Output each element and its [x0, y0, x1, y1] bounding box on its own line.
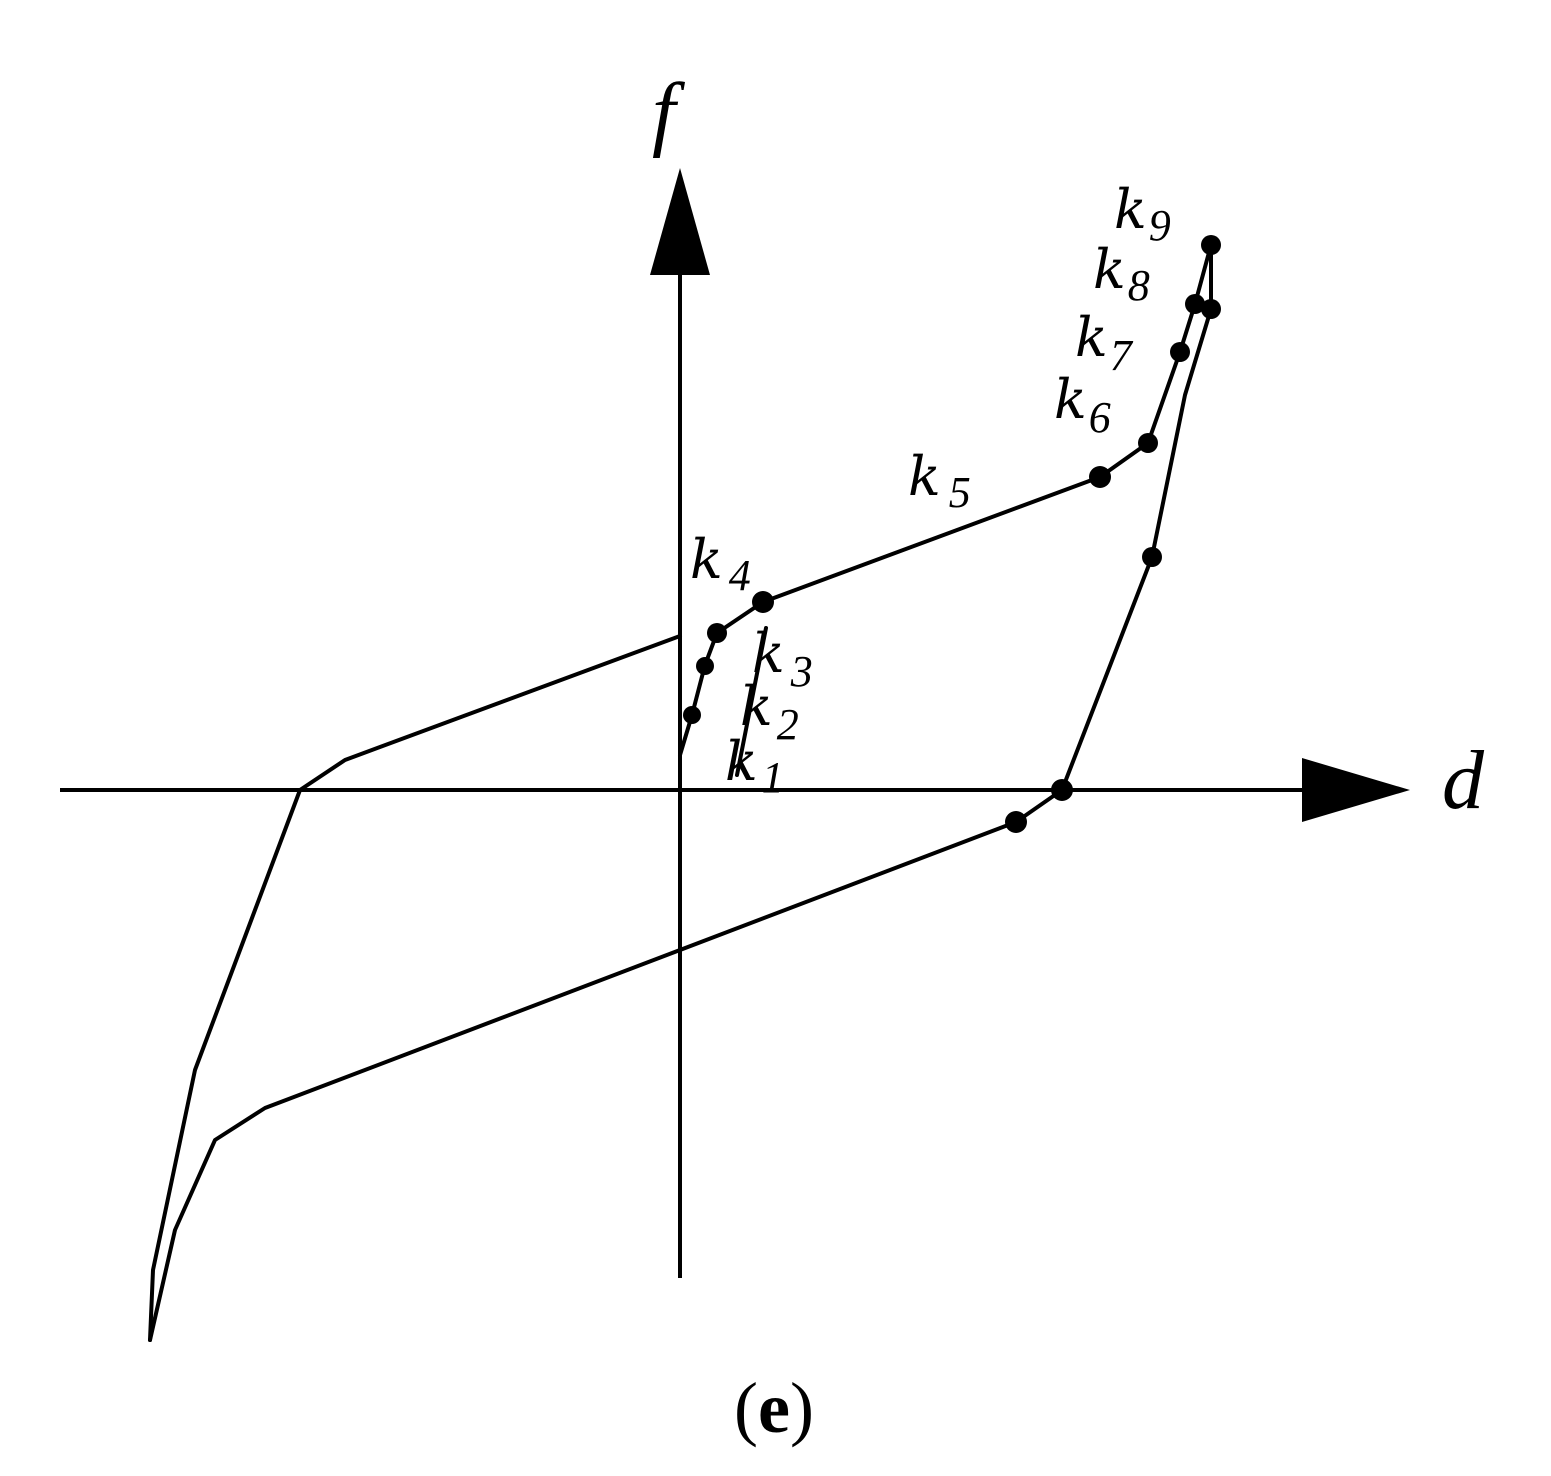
- marker-point: [1170, 342, 1190, 362]
- x-axis-label: d: [1442, 734, 1485, 827]
- k9-label: k9: [1114, 178, 1171, 250]
- initial-loading-curve: [678, 243, 1213, 757]
- marker-point: [1201, 235, 1221, 255]
- reloading-curve: [148, 634, 682, 1342]
- figure-caption: (e): [734, 1368, 814, 1448]
- y-axis-label: f: [652, 66, 686, 159]
- marker-point: [1201, 299, 1221, 319]
- k7-label: k7: [1075, 306, 1134, 380]
- marker-point: [696, 657, 714, 675]
- k6-label: k6: [1054, 368, 1111, 442]
- curve-markers: [683, 235, 1221, 833]
- marker-point: [752, 591, 774, 613]
- k-leader-line: [735, 626, 768, 777]
- k2-label: k2: [740, 675, 799, 749]
- marker-point: [1185, 294, 1205, 314]
- x-axis-arrowhead: [1302, 758, 1410, 822]
- marker-point: [1051, 779, 1073, 801]
- marker-point: [1005, 811, 1027, 833]
- marker-point: [1138, 433, 1158, 453]
- marker-point: [1142, 547, 1162, 567]
- y-axis-arrowhead: [650, 168, 710, 275]
- k8-label: k8: [1093, 238, 1150, 310]
- marker-point: [683, 706, 701, 724]
- k1-label: k1: [725, 730, 784, 802]
- marker-point: [707, 623, 727, 643]
- marker-point: [1089, 466, 1111, 488]
